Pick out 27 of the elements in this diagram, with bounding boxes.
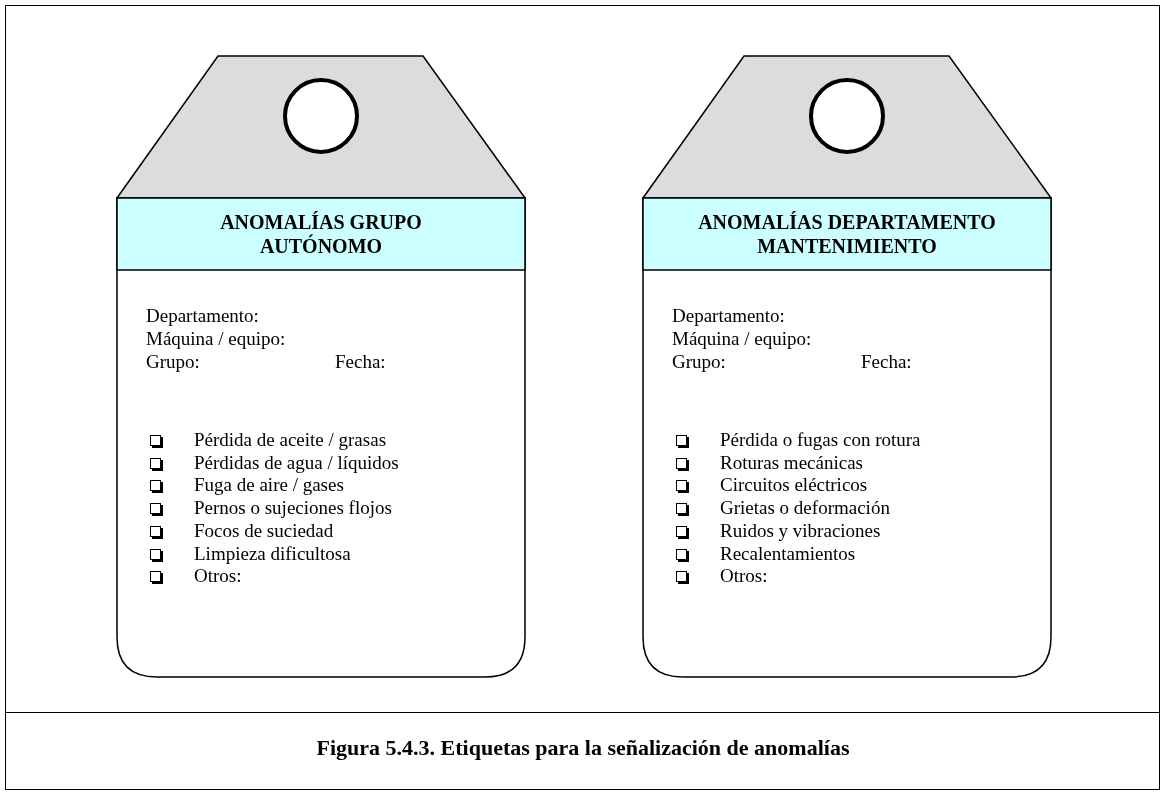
field-label: Departamento: — [672, 305, 785, 327]
field-label: Grupo: — [672, 351, 726, 373]
field-label: Fecha: — [335, 351, 386, 373]
field-label: Máquina / equipo: — [146, 328, 286, 350]
tag-heading: ANOMALÍAS GRUPO AUTÓNOMO — [219, 210, 423, 258]
checklist-item: Pérdidas de agua / líquidos — [194, 451, 399, 474]
checklist-item: Circuitos eléctricos — [720, 474, 868, 497]
hanging-tag — [642, 55, 1052, 678]
field-label: Máquina / equipo: — [672, 328, 812, 350]
checklist-item: Recalentamientos — [720, 542, 856, 565]
checklist-item: Pérdida de aceite / grasas — [194, 429, 387, 451]
field-label: Departamento: — [146, 305, 259, 327]
field-label: Fecha: — [861, 351, 912, 373]
checklist-item: Limpieza dificultosa — [194, 542, 351, 565]
checklist-item: Roturas mecánicas — [720, 451, 863, 474]
field-label: Grupo: — [146, 351, 200, 373]
checklist-item: Ruidos y vibraciones — [720, 519, 881, 542]
checklist-item: Grietas o deformación — [720, 497, 890, 520]
checklist-item: Otros: — [194, 565, 242, 588]
figure-caption: Figura 5.4.3. Etiquetas para la señalización de anomalías — [316, 735, 850, 761]
hanging-tag — [116, 55, 526, 678]
tag-heading: ANOMALÍAS DEPARTAMENTO MANTENIMIENTO — [697, 210, 997, 258]
checklist-item: Focos de suciedad — [194, 519, 334, 542]
checklist-item: Fuga de aire / gases — [194, 474, 344, 497]
checklist-item: Otros: — [720, 565, 768, 588]
checklist-item: Pernos o sujeciones flojos — [194, 497, 392, 520]
checklist-item: Pérdida o fugas con rotura — [720, 429, 921, 451]
